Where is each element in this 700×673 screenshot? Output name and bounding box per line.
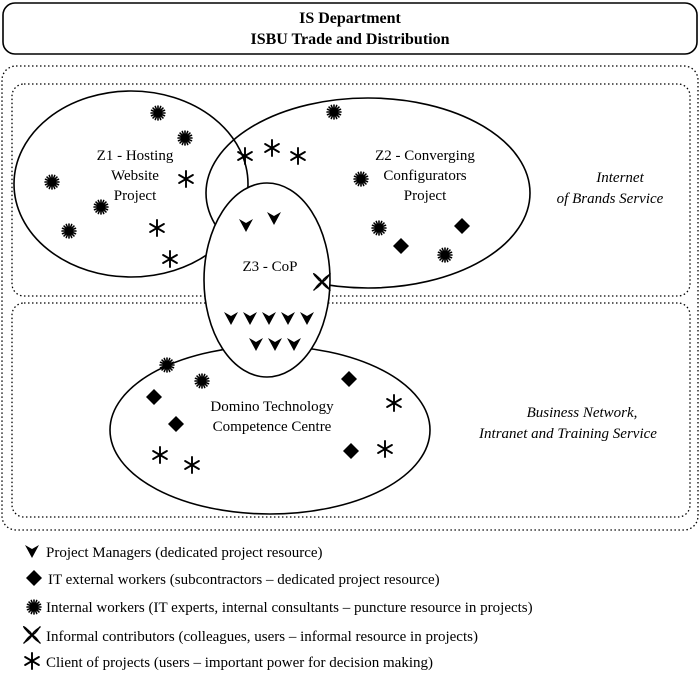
diamond-icon — [393, 238, 409, 254]
domino-label: Domino Technology Competence Centre — [210, 399, 334, 435]
legend-item-client: Client of projects (users – important po… — [24, 652, 433, 671]
overlap-symbols — [237, 139, 306, 165]
legend-item-informal: Informal contributors (colleagues, users… — [23, 626, 478, 645]
svg-text:Domino Technology: Domino Technology — [210, 399, 334, 415]
gear-burst-icon — [159, 357, 175, 373]
svg-text:Z1 - Hosting: Z1 - Hosting — [97, 148, 174, 164]
asterisk-icon — [162, 250, 178, 268]
svg-text:Configurators: Configurators — [383, 168, 466, 184]
legend-item-it-external: IT external workers (subcontractors – de… — [26, 570, 440, 588]
gear-burst-icon — [371, 220, 387, 236]
legend: Project Managers (dedicated project reso… — [23, 545, 533, 671]
gear-burst-icon — [194, 373, 210, 389]
header-subtitle: ISBU Trade and Distribution — [250, 31, 449, 48]
legend-text: Project Managers (dedicated project reso… — [46, 545, 323, 561]
gear-burst-icon — [326, 104, 342, 120]
petal-cross-icon — [23, 626, 41, 644]
legend-text: Informal contributors (colleagues, users… — [46, 629, 478, 645]
diamond-icon — [454, 218, 470, 234]
header-box: IS Department ISBU Trade and Distributio… — [2, 2, 698, 55]
header-title: IS Department — [299, 10, 401, 27]
asterisk-icon — [264, 139, 280, 157]
gear-burst-icon — [177, 130, 193, 146]
z3-label: Z3 - CoP — [242, 259, 297, 275]
z2-ellipse — [205, 97, 531, 289]
legend-text: Internal workers (IT experts, internal c… — [46, 600, 533, 616]
gear-burst-icon — [44, 174, 60, 190]
asterisk-icon — [290, 147, 306, 165]
svg-text:Competence Centre: Competence Centre — [213, 419, 332, 435]
business-service-label: Business Network, Intranet and Training … — [478, 405, 657, 442]
svg-text:Website: Website — [111, 168, 159, 184]
svg-text:Project: Project — [404, 188, 447, 204]
svg-text:of Brands Service: of Brands Service — [557, 191, 664, 207]
gear-burst-icon — [437, 247, 453, 263]
asterisk-icon — [24, 652, 40, 670]
z2-label: Z2 - Converging Configurators Project — [375, 148, 475, 204]
z1-label: Z1 - Hosting Website Project — [97, 148, 174, 204]
z3-ellipse — [203, 182, 331, 378]
gear-burst-icon — [61, 223, 77, 239]
legend-item-internal-workers: Internal workers (IT experts, internal c… — [26, 599, 533, 616]
legend-text: IT external workers (subcontractors – de… — [48, 572, 440, 588]
gear-burst-icon — [150, 105, 166, 121]
svg-text:Internet: Internet — [595, 170, 644, 186]
gear-burst-icon — [353, 171, 369, 187]
svg-text:Z2 - Converging: Z2 - Converging — [375, 148, 475, 164]
svg-text:Business Network,: Business Network, — [527, 405, 638, 421]
z1-symbols — [44, 105, 194, 268]
internet-service-label: Internet of Brands Service — [557, 170, 664, 207]
gear-burst-icon — [93, 199, 109, 215]
diamond-icon — [26, 570, 42, 586]
asterisk-icon — [149, 219, 165, 237]
gear-burst-icon — [26, 599, 42, 615]
asterisk-icon — [178, 170, 194, 188]
svg-text:Z3 - CoP: Z3 - CoP — [242, 259, 297, 275]
svg-text:Project: Project — [114, 188, 157, 204]
chevron-icon — [25, 545, 39, 558]
business-region — [11, 302, 691, 518]
legend-text: Client of projects (users – important po… — [46, 655, 433, 671]
legend-item-project-managers: Project Managers (dedicated project reso… — [25, 545, 323, 561]
z1-ellipse — [13, 90, 249, 278]
svg-text:Intranet and Training Service: Intranet and Training Service — [478, 426, 657, 442]
